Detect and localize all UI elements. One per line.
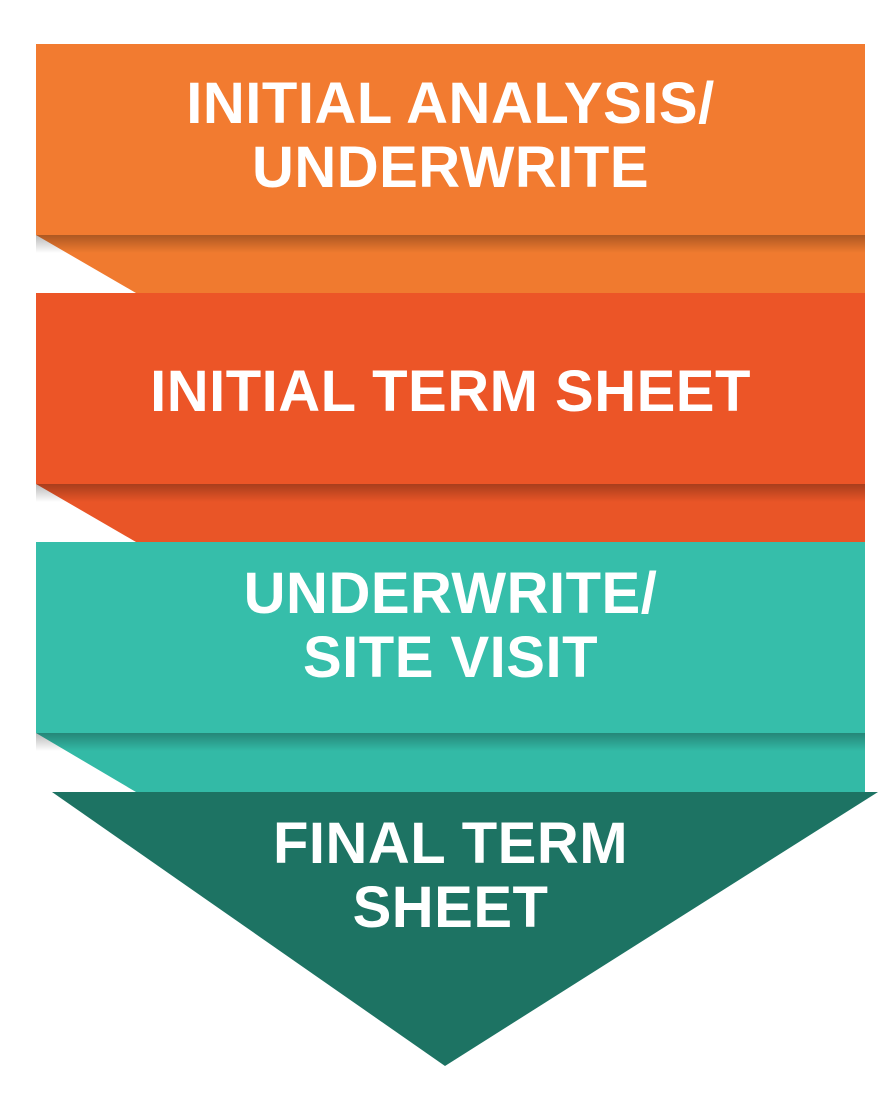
step-3-band [36, 542, 865, 733]
step-3-label: UNDERWRITE/ SITE VISIT [36, 562, 865, 690]
step-3-fold-shadow [36, 733, 865, 751]
step-3-label-line1: UNDERWRITE/ [243, 561, 658, 626]
step-4-label-line1: FINAL TERM [272, 811, 629, 876]
step-1-band [36, 44, 865, 235]
step-3-label-line2: SITE VISIT [302, 624, 599, 690]
step-2-label: INITIAL TERM SHEET [36, 360, 865, 424]
step-1-fold-shadow [36, 235, 865, 253]
step-1-label-line2: UNDERWRITE [251, 134, 650, 200]
step-1-label: INITIAL ANALYSIS/ UNDERWRITE [36, 72, 865, 200]
step-4-arrow [52, 792, 878, 1066]
step-1-label-line1: INITIAL ANALYSIS/ [186, 71, 715, 136]
step-2-label-line1: INITIAL TERM SHEET [150, 359, 751, 424]
step-4-label-line2: SHEET [352, 874, 549, 940]
step-4-label: FINAL TERM SHEET [36, 812, 865, 940]
step-2-band [36, 293, 865, 484]
step-2-fold-shadow [36, 484, 865, 502]
